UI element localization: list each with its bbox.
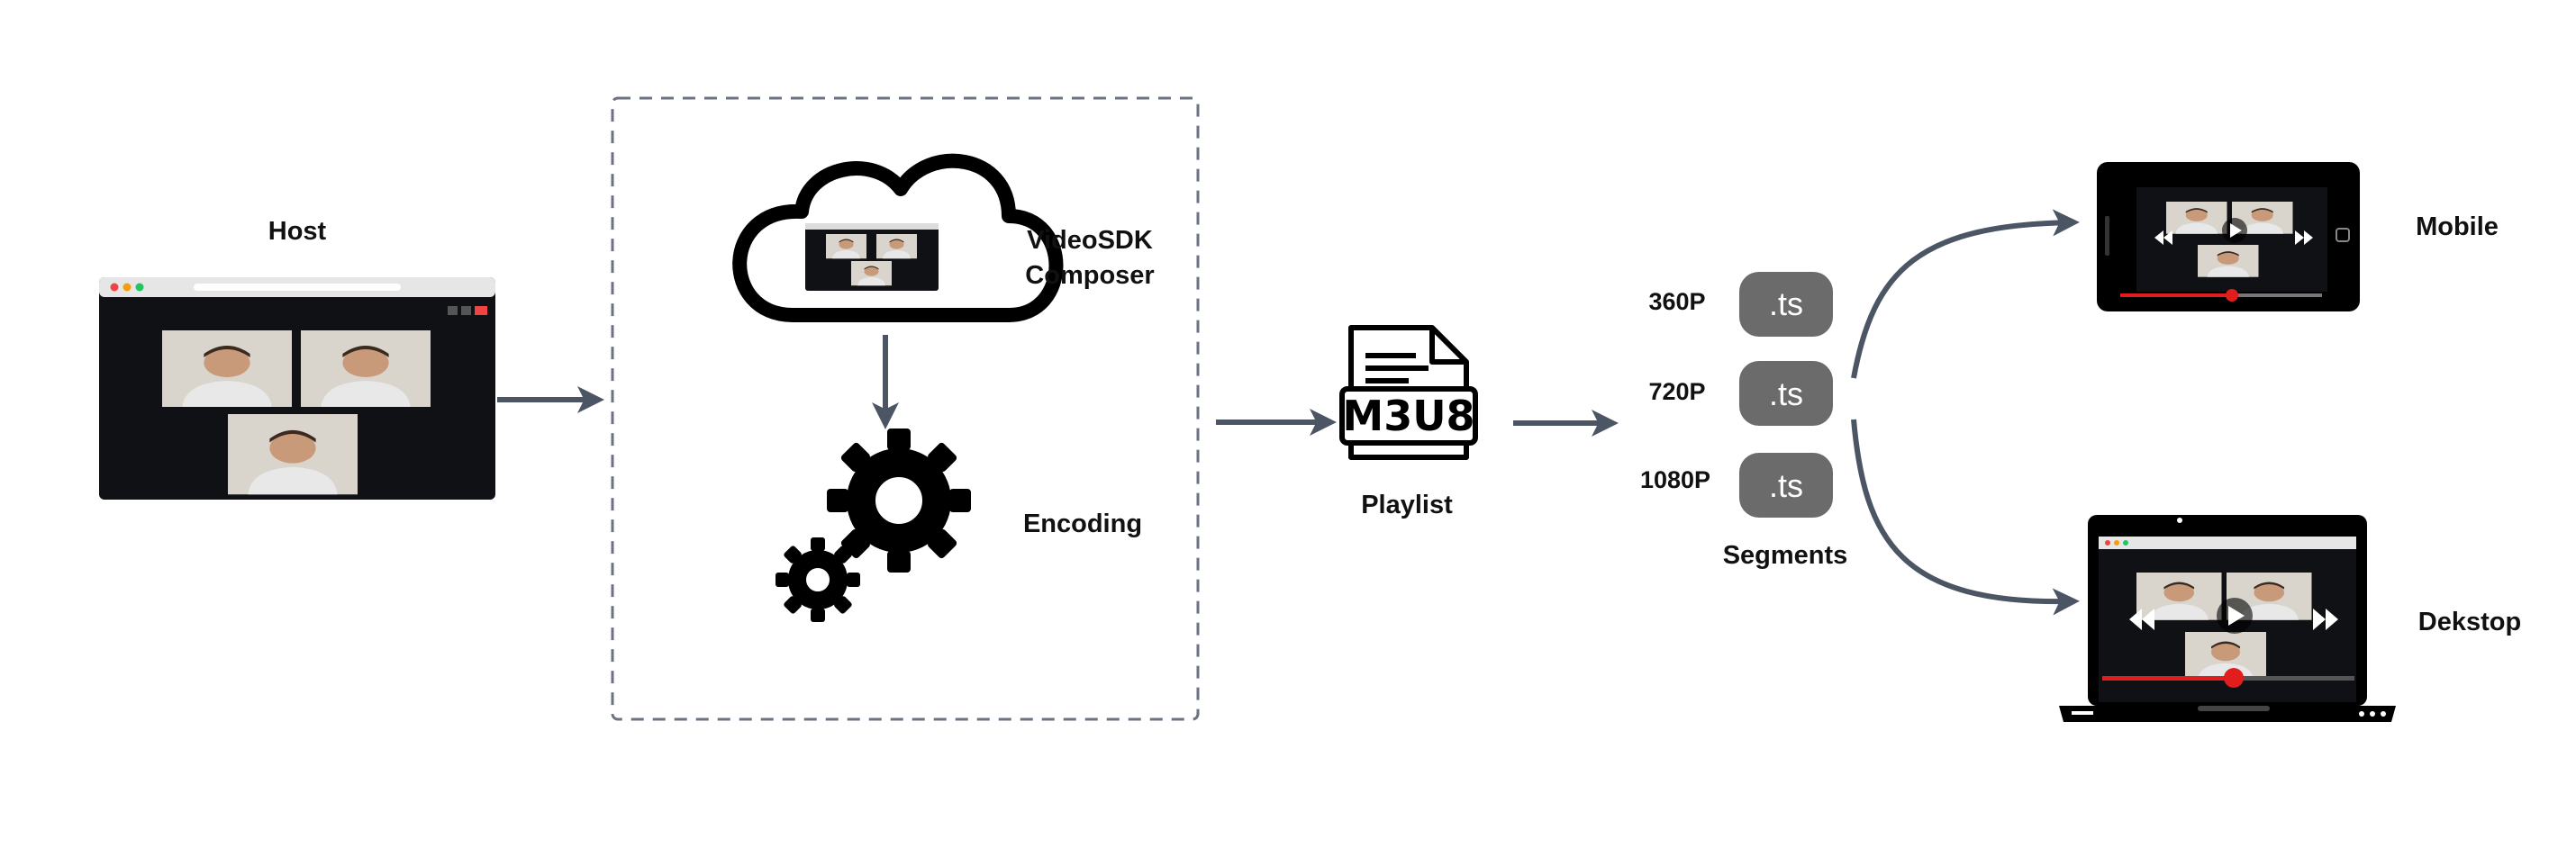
desktop-label: Dekstop: [2418, 608, 2521, 636]
participant-video-tile: [228, 414, 358, 495]
segment-resolution: 360P: [1648, 288, 1705, 315]
segment-extension: .ts: [1769, 375, 1803, 412]
play-icon: [2230, 223, 2242, 238]
minimize-dot-icon: [122, 283, 132, 292]
mic-icon: [461, 306, 471, 315]
segment-resolution: 1080P: [1640, 466, 1710, 493]
mobile-device: [2097, 162, 2360, 311]
rewind-icon: [2154, 230, 2172, 245]
fast-forward-icon: [2313, 609, 2338, 630]
fast-forward-icon: [2295, 230, 2313, 245]
camera-icon: [448, 306, 458, 315]
composer-dashed-box: [611, 96, 1200, 721]
close-dot-icon: [110, 283, 119, 292]
progress-fill: [2120, 293, 2232, 297]
laptop-device: [2059, 515, 2396, 722]
composer-label-line2: Composer: [1025, 261, 1154, 290]
maximize-dot-icon: [135, 283, 144, 292]
playlist-label: Playlist: [1361, 491, 1453, 519]
encoding-label: Encoding: [1023, 510, 1142, 538]
m3u8-file-text: M3U8: [1342, 392, 1474, 440]
play-icon: [2228, 606, 2245, 626]
progress-handle: [2224, 668, 2244, 688]
participant-video-tile: [162, 330, 292, 407]
laptop-base: [2059, 706, 2396, 722]
participant-video-tile: [301, 330, 431, 407]
arrow-segments-to-mobile: [1851, 209, 2080, 379]
segment-1080p: 1080P .ts: [1640, 453, 1833, 518]
home-button-icon: [2336, 228, 2350, 242]
cloud-icon: [732, 153, 1064, 322]
progress-fill: [2102, 676, 2234, 681]
segment-pill: [1739, 272, 1833, 337]
segment-resolution: 720P: [1648, 378, 1705, 405]
segment-720p: 720P .ts: [1648, 361, 1833, 426]
host-browser-window: [99, 277, 495, 500]
rewind-icon: [2129, 609, 2154, 630]
large-gear-icon: [827, 428, 971, 573]
mobile-label: Mobile: [2416, 212, 2499, 241]
segments-label: Segments: [1723, 541, 1848, 570]
segment-360p: 360P .ts: [1648, 272, 1833, 337]
arrow-segments-to-desktop: [1851, 419, 2080, 616]
m3u8-file-icon: M3U8: [1339, 325, 1478, 460]
host-label: Host: [268, 217, 327, 246]
small-gear-icon: [776, 537, 860, 622]
segment-extension: .ts: [1769, 285, 1803, 322]
segment-pill: [1739, 361, 1833, 426]
address-bar: [194, 284, 401, 291]
end-call-icon: [475, 306, 487, 315]
composer-label-line1: VideoSDK: [1027, 226, 1153, 255]
segment-pill: [1739, 453, 1833, 518]
progress-handle: [2226, 289, 2238, 302]
segment-extension: .ts: [1769, 467, 1803, 504]
webcam-dot-icon: [2177, 518, 2182, 523]
gears-icon: [776, 428, 971, 622]
